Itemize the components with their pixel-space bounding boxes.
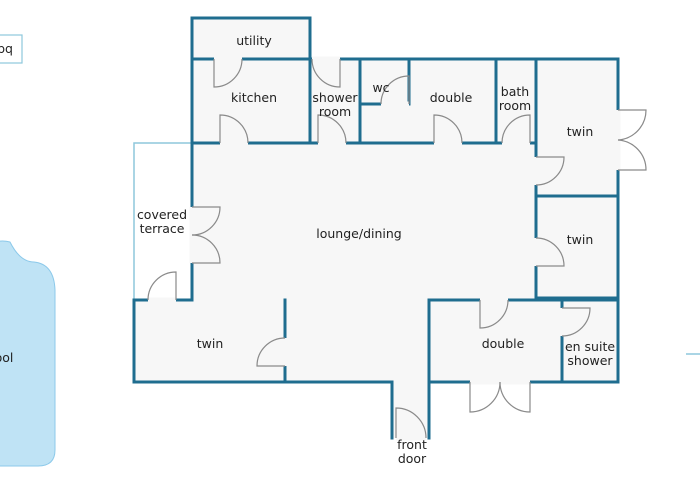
- room-label-utility: utility: [236, 33, 272, 48]
- room-label-double-top: double: [430, 90, 473, 105]
- pool: [0, 240, 56, 467]
- label-front-door-line1: front: [397, 437, 427, 452]
- room-label-shower-room-line2: room: [319, 104, 351, 119]
- door-swings: [147, 58, 647, 439]
- label-front-door-line2: door: [398, 451, 427, 466]
- room-label-en-suite-shower-line1: en suite: [565, 339, 615, 354]
- room-label-twin-mid-right: twin: [567, 232, 594, 247]
- room-label-twin-top-right: twin: [567, 124, 594, 139]
- room-label-double-bottom: double: [482, 336, 525, 351]
- room-label-twin-bottom-left: twin: [197, 336, 224, 351]
- room-label-shower-room-line1: shower: [312, 90, 358, 105]
- room-label-kitchen: kitchen: [231, 90, 277, 105]
- bbq-box: [0, 34, 23, 64]
- floor-fill: [134, 18, 618, 438]
- room-label-bath-room-line2: room: [499, 98, 531, 113]
- room-label-bath-room-line1: bath: [501, 84, 529, 99]
- room-label-covered-terrace-line1: covered: [137, 207, 187, 222]
- bbq-label: bq: [0, 41, 13, 56]
- room-label-lounge-dining: lounge/dining: [316, 226, 401, 241]
- covered-terrace-outline: [133, 142, 192, 300]
- pool-label: ool: [0, 350, 13, 365]
- room-label-wc: wc: [372, 80, 389, 95]
- room-label-en-suite-shower-line2: shower: [567, 353, 613, 368]
- room-label-covered-terrace-line2: terrace: [140, 221, 185, 236]
